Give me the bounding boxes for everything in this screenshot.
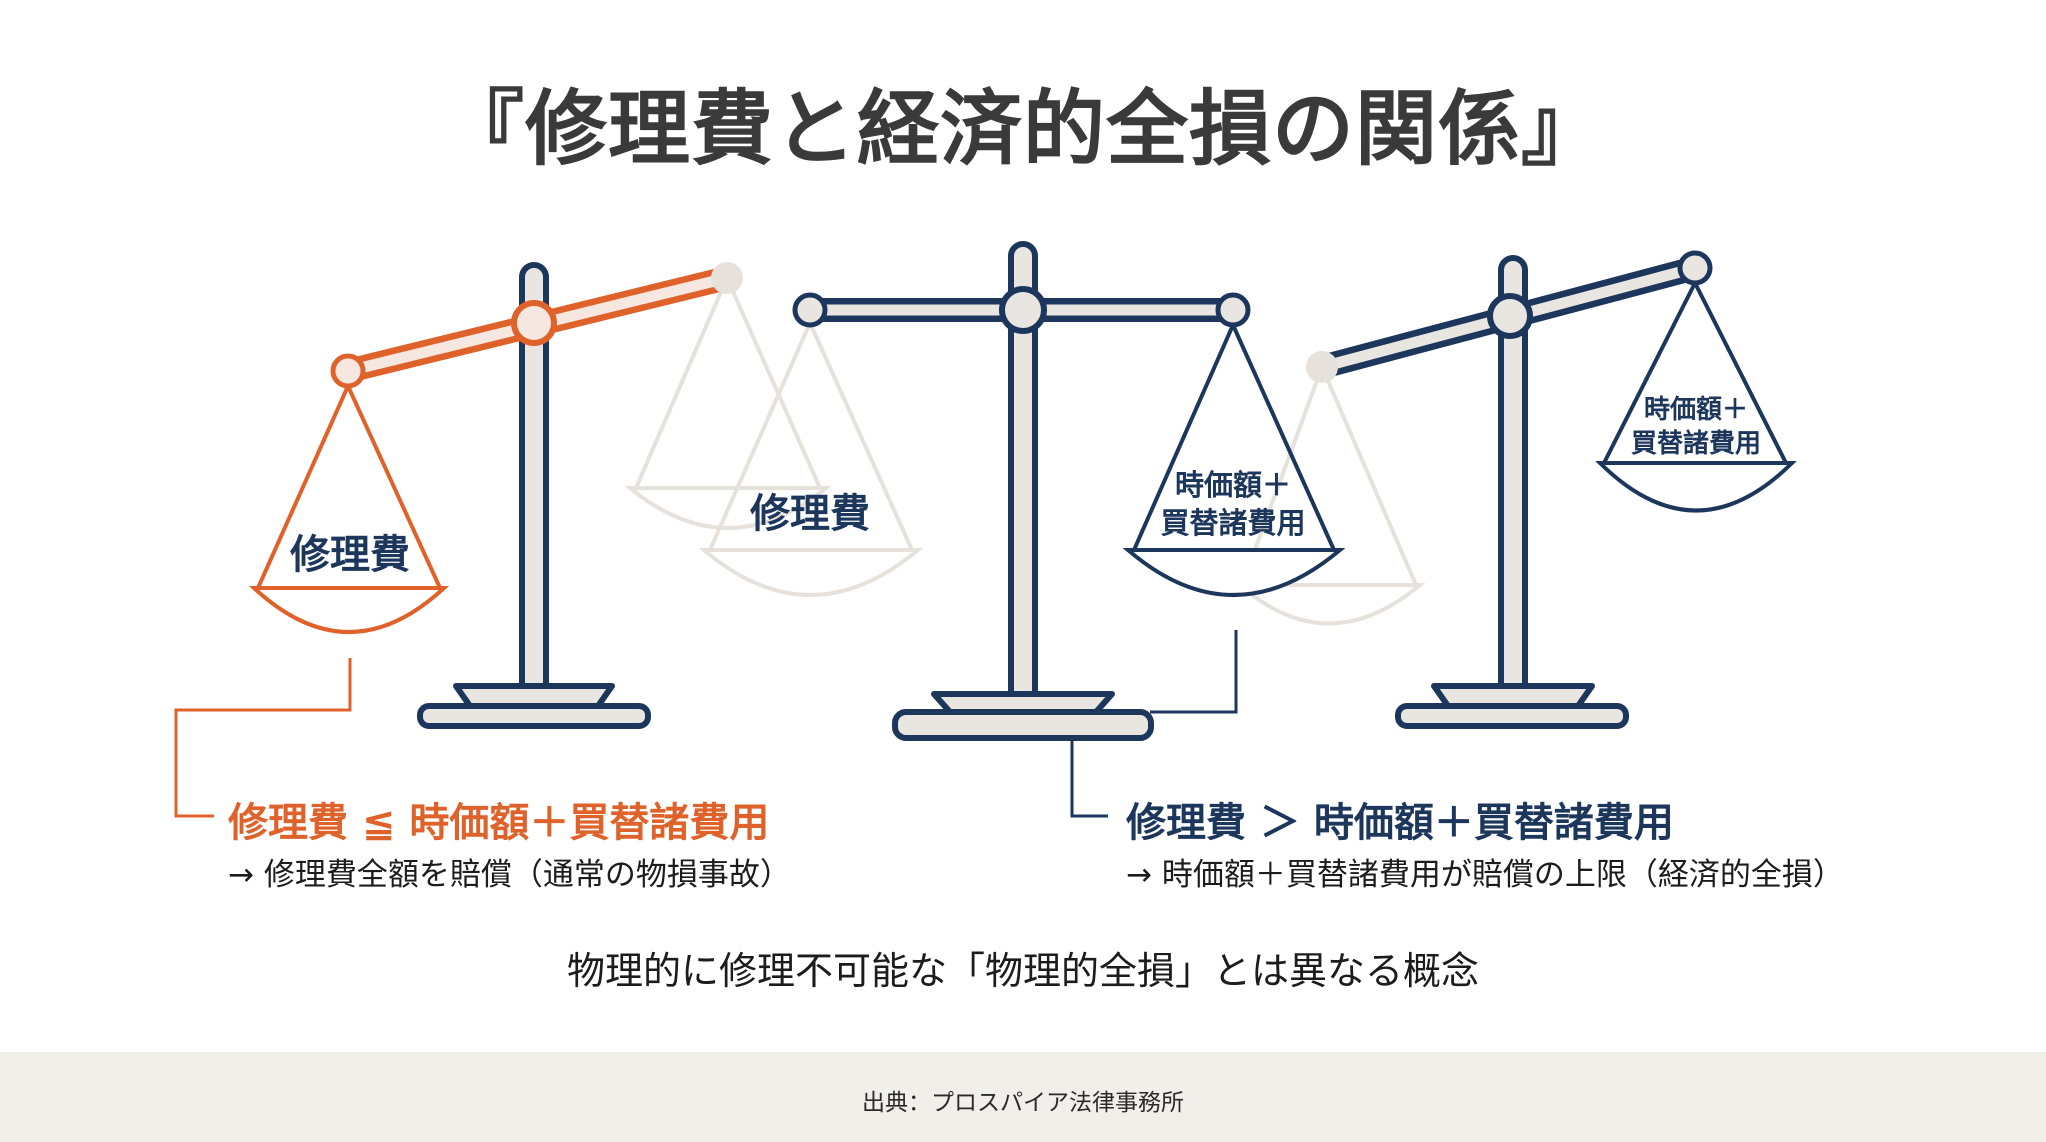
source-credit: 出典：プロスパイア法律事務所 (862, 1090, 1184, 1116)
left-scale-pan-label: 修理費 (290, 532, 410, 578)
normal-case-formula: 修理費 ≦ 時価額＋買替諸費用 (228, 800, 770, 846)
left-scale-base (417, 683, 651, 729)
normal-case-result: → 修理費全額を賠償（通常の物損事故） (228, 857, 791, 893)
total-loss-result: → 時価額＋買替諸費用が賠償の上限（経済的全損） (1126, 857, 1844, 893)
center-scale-right-pan-label-line1: 時価額＋ (1175, 468, 1291, 502)
right-scale: 時価額＋ 買替諸費用 (1306, 250, 1797, 729)
total-loss-formula: 修理費 ＞ 時価額＋買替諸費用 (1126, 800, 1674, 846)
center-scale: 修理費 時価額＋ 買替諸費用 (698, 241, 1426, 741)
footer-bar: 出典：プロスパイア法律事務所 (0, 1052, 2046, 1142)
right-connector-line (1070, 740, 1108, 818)
right-scale-pan-label-line2: 買替諸費用 (1631, 428, 1761, 459)
concept-note: 物理的に修理不可能な「物理的全損」とは異なる概念 (566, 949, 1479, 993)
left-scale: 修理費 (248, 262, 832, 729)
right-scale-raised-pan (1595, 282, 1797, 513)
left-scale-heavy-pan (248, 385, 450, 634)
center-scale-left-pan-label: 修理費 (750, 491, 870, 537)
left-connector-line (174, 658, 352, 818)
center-scale-right-pan-label-line2: 買替諸費用 (1160, 506, 1305, 540)
right-scale-base (1395, 683, 1629, 729)
right-scale-beam (1306, 250, 1713, 383)
center-scale-left-pan (698, 322, 924, 597)
right-scale-pan-label-line1: 時価額＋ (1644, 395, 1748, 425)
center-scale-beam (792, 286, 1251, 334)
center-scale-right-pan (1122, 324, 1346, 597)
page-title: 『修理費と経済的全損の関係』 (441, 82, 1604, 177)
center-scale-base (892, 691, 1154, 741)
center-connector-line (1150, 630, 1238, 714)
